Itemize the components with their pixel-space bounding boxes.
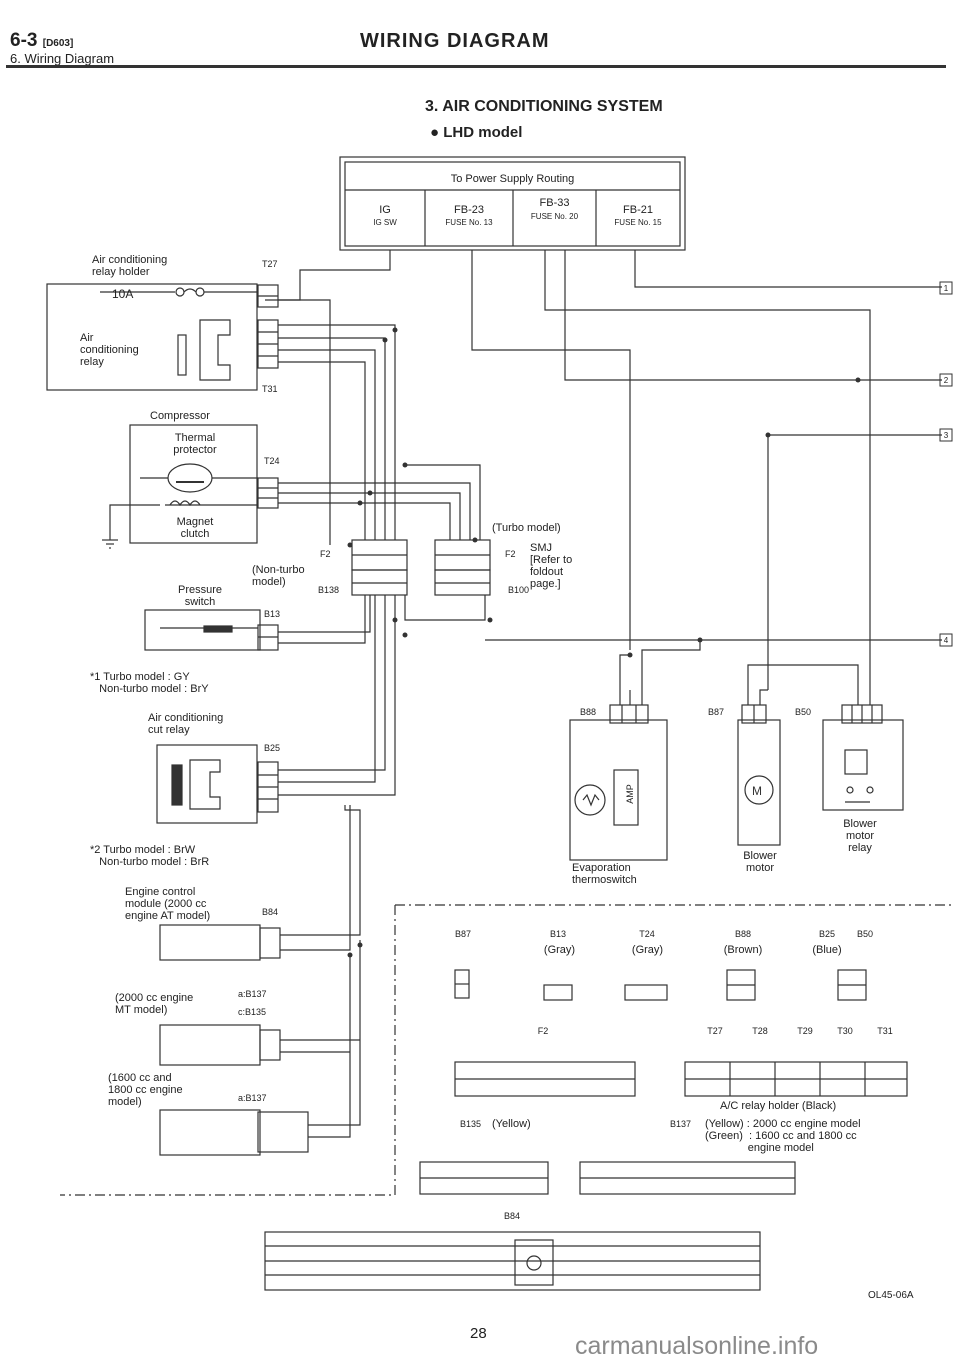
conn-b84: B84: [262, 907, 279, 917]
power-supply-box: [339, 156, 686, 251]
table-b87: B87: [454, 929, 471, 939]
table-b137: B137: [670, 1119, 692, 1129]
amp-label: AMP: [624, 784, 635, 804]
blower-motor-label: Blower motor: [743, 850, 777, 874]
relay-holder-caption: A/C relay holder (Black): [720, 1100, 837, 1112]
fuse-10a-label: 10A: [112, 287, 134, 301]
conn-b137-a: a:B137: [238, 989, 267, 999]
cut-relay-label: Air conditioning cut relay: [148, 712, 224, 736]
ps-fb21-sub: FUSE No. 15: [614, 218, 662, 227]
evap-label: Evaporation thermoswitch: [572, 862, 637, 886]
table-f2: F2: [537, 1026, 549, 1036]
table-b84: B84: [503, 1211, 520, 1221]
table-b13: B13: [549, 929, 566, 939]
model-label: ● LHD model: [430, 124, 523, 141]
table-t27: T27: [707, 1026, 723, 1036]
table-b135-color: (Yellow): [492, 1118, 531, 1130]
conn-b50: B50: [795, 707, 812, 717]
eng-1600-label: (1600 cc and 1800 cc engine model): [108, 1072, 183, 1108]
diagram-title: 3. AIR CONDITIONING SYSTEM: [425, 98, 663, 115]
compressor-label: Compressor: [150, 410, 210, 422]
svg-text:M: M: [752, 784, 762, 798]
thermal-protector-label: Thermal protector: [173, 432, 217, 456]
table-b25-color: (Blue): [812, 944, 842, 956]
non-turbo-label: (Non-turbo model): [252, 564, 305, 588]
note-1: *1 Turbo model : GY Non-turbo model : Br…: [90, 671, 209, 695]
ground-marker-2: 2: [943, 376, 949, 385]
table-t29: T29: [797, 1026, 813, 1036]
relay-holder-box: [46, 283, 258, 391]
table-t30: T30: [837, 1026, 853, 1036]
conn-b25: B25: [264, 743, 281, 753]
conn-b138: B138: [318, 585, 340, 595]
table-b88: B88: [734, 929, 751, 939]
table-t28: T28: [752, 1026, 768, 1036]
note-2: *2 Turbo model : BrW Non-turbo model : B…: [90, 844, 210, 868]
conn-f2-left: F2: [320, 549, 331, 559]
watermark: carmanualsonline.info: [575, 1332, 819, 1360]
figure-code: OL45-06A: [868, 1290, 914, 1301]
ps-fb33-label: FB-33: [539, 197, 570, 209]
power-supply-title: To Power Supply Routing: [450, 173, 575, 185]
page-number: 28: [470, 1325, 487, 1342]
ground-marker-1: 1: [943, 284, 949, 293]
table-t24-color: (Gray): [631, 944, 664, 956]
section-code: 6-3 [D603]: [10, 30, 74, 51]
smj-label: SMJ [Refer to foldout page.]: [530, 542, 573, 590]
table-b135: B135: [460, 1119, 482, 1129]
ecm-label: Engine control module (2000 cc engine AT…: [125, 886, 211, 922]
conn-b137-a2: a:B137: [238, 1093, 267, 1103]
ps-fb33-sub: FUSE No. 20: [530, 212, 579, 221]
page-title: WIRING DIAGRAM: [360, 30, 550, 52]
section-subtitle: 6. Wiring Diagram: [10, 51, 115, 66]
ground-marker-4: 4: [943, 636, 949, 645]
table-t24: T24: [639, 929, 655, 939]
conn-b88: B88: [580, 707, 597, 717]
conn-b100: B100: [508, 585, 530, 595]
conn-t31: T31: [262, 384, 278, 394]
table-t31: T31: [877, 1026, 893, 1036]
table-b137-note: (Yellow) : 2000 cc engine model (Green) …: [705, 1118, 861, 1154]
ps-fb21-label: FB-21: [623, 204, 653, 216]
ac-relay-label: Air conditioning relay: [80, 332, 139, 368]
ps-fb23-label: FB-23: [454, 204, 484, 216]
conn-b13: B13: [264, 609, 281, 619]
table-b13-color: (Gray): [543, 944, 576, 956]
ps-ig-sub: IG SW: [373, 218, 397, 227]
magnet-clutch-label: Magnet clutch: [176, 516, 214, 540]
table-b25: B25: [818, 929, 835, 939]
conn-b135-c: c:B135: [238, 1007, 267, 1017]
conn-b87: B87: [708, 707, 725, 717]
blower-relay-label: Blower motor relay: [843, 818, 877, 854]
conn-t24: T24: [264, 456, 280, 466]
turbo-label: (Turbo model): [492, 522, 561, 534]
table-b50: B50: [856, 929, 873, 939]
relay-holder-label: Air conditioning relay holder: [92, 254, 168, 278]
conn-f2-right: F2: [505, 549, 516, 559]
conn-t27: T27: [262, 259, 278, 269]
ps-fb23-sub: FUSE No. 13: [445, 218, 493, 227]
table-b88-color: (Brown): [723, 944, 763, 956]
pressure-switch-label: Pressure switch: [177, 584, 223, 608]
mt-2000-label: (2000 cc engine MT model): [115, 992, 194, 1016]
ps-ig-label: IG: [379, 204, 391, 216]
ground-marker-3: 3: [943, 431, 949, 440]
header-rule: [6, 65, 946, 68]
